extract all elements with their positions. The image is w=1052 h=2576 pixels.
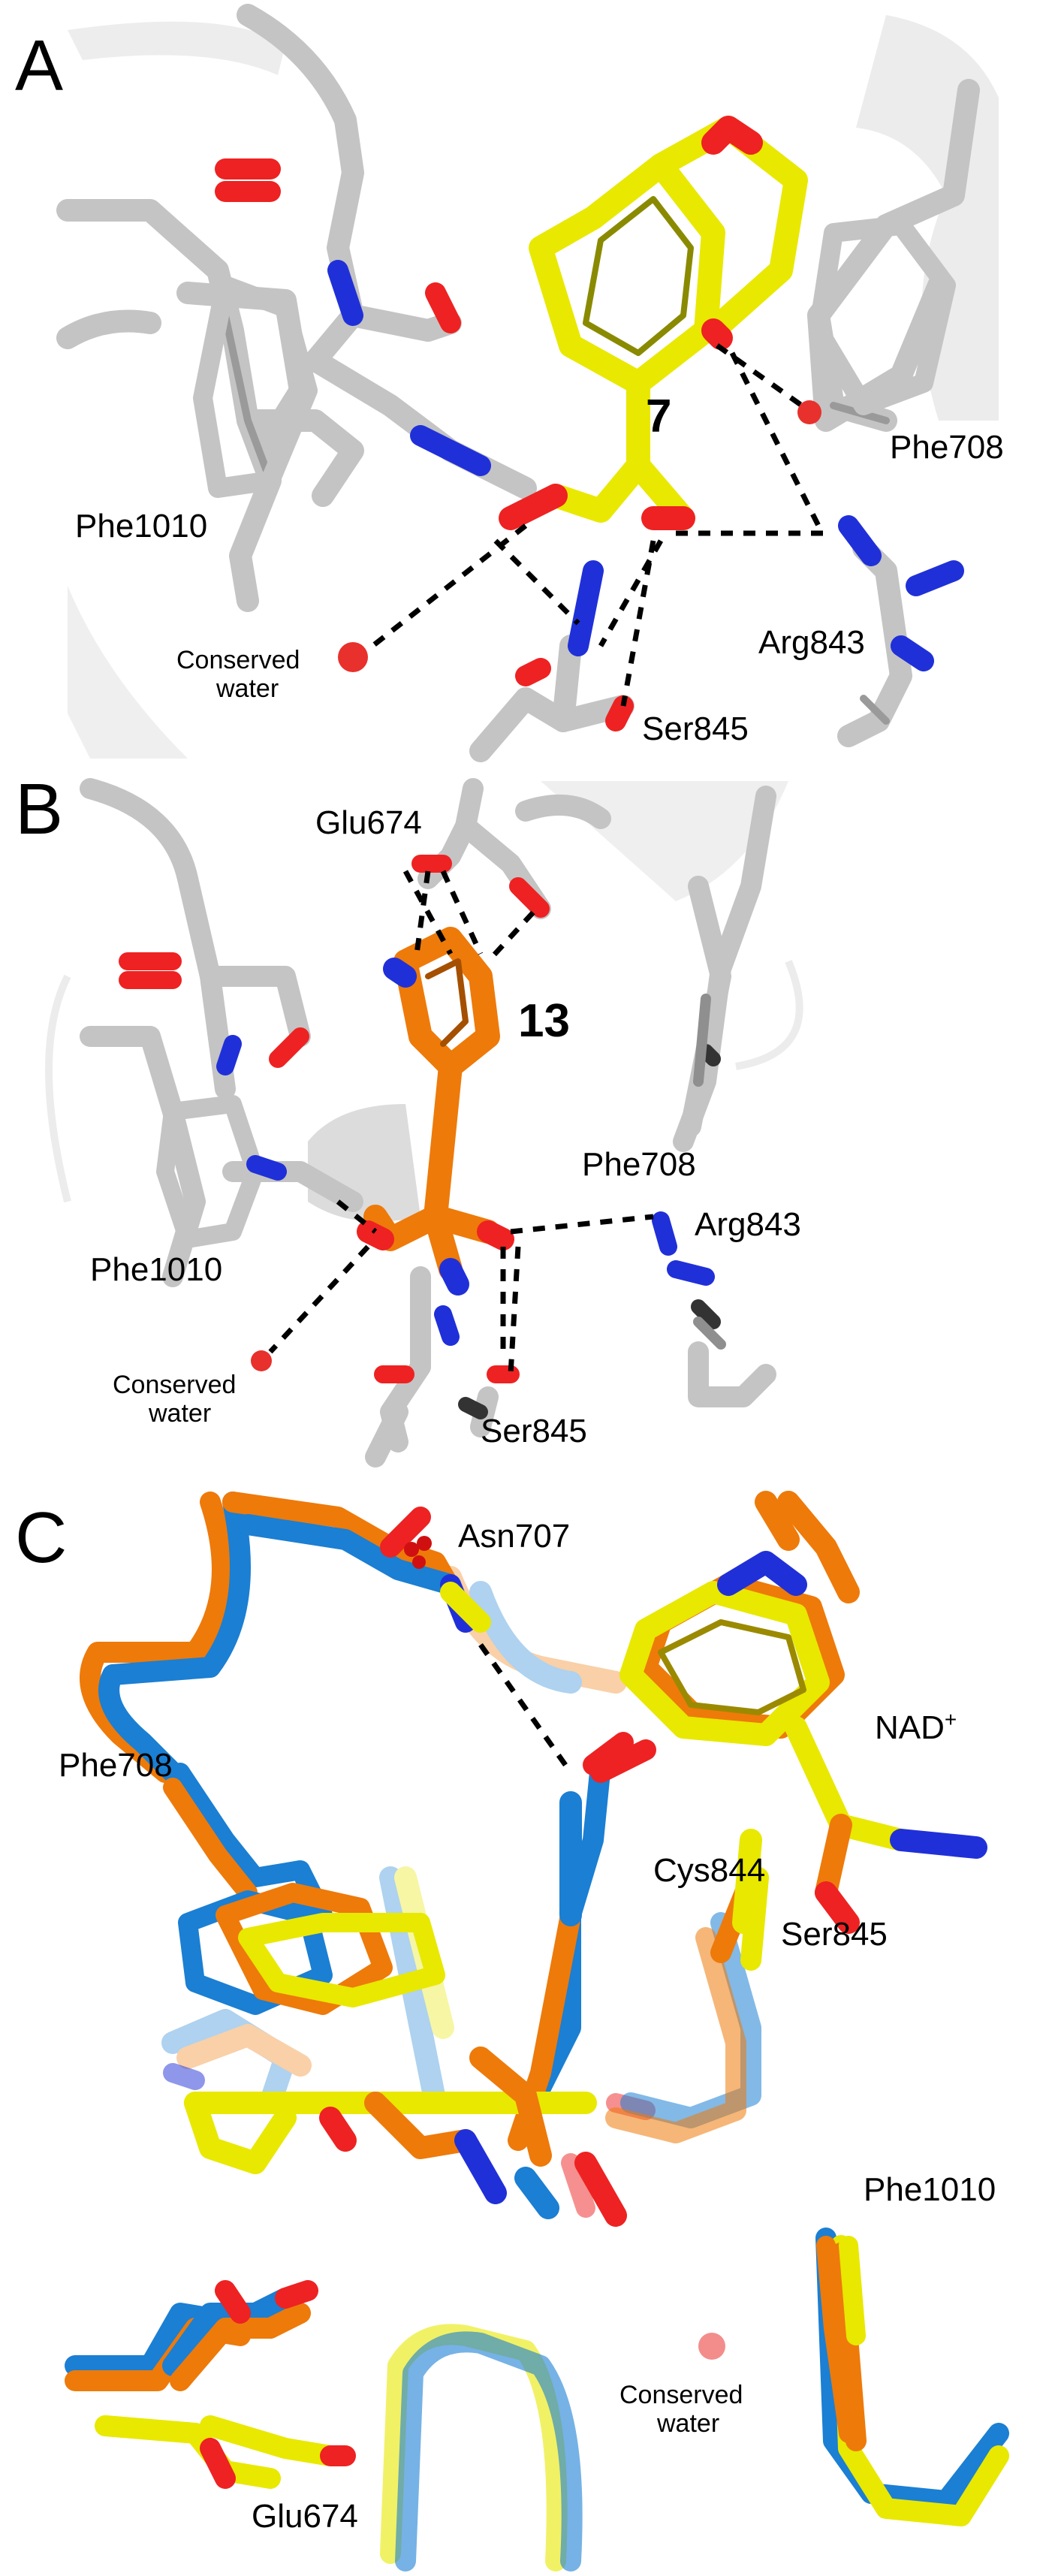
nad-c	[619, 1491, 987, 1934]
phe708-ring-a	[809, 216, 956, 415]
water-label-c-line1: Conserved	[619, 2381, 743, 2409]
hbonds-c	[478, 1642, 573, 1775]
glu674-c	[162, 2280, 356, 2489]
water-a-phe708	[797, 400, 821, 424]
panel-letter-a: A	[15, 26, 63, 106]
panel-b: B 13 Glu674 Phe708 Arg843 Phe1010 Ser845…	[15, 769, 803, 1467]
residue-label-asn707-c: Asn707	[458, 1518, 570, 1555]
cofactor-name: NAD	[875, 1709, 945, 1746]
protein-shade-b	[693, 994, 726, 1350]
residue-label-cys844-c: Cys844	[653, 1852, 765, 1889]
cofactor-label-nad: NAD+	[875, 1708, 957, 1746]
ligand-7-sticks	[529, 116, 808, 530]
water-label-a-line2: water	[216, 674, 279, 703]
ribbon-b-left	[45, 974, 71, 1203]
residue-label-arg843-a: Arg843	[758, 624, 865, 661]
residue-label-phe708-b: Phe708	[582, 1146, 696, 1183]
residue-label-phe708-c: Phe708	[59, 1747, 173, 1784]
phe1010-c	[816, 2236, 866, 2443]
ligand-label-7: 7	[646, 391, 671, 442]
helix-b-center	[308, 1104, 420, 1222]
inhibitors-c	[184, 1791, 627, 2227]
water-label-b-line1: Conserved	[113, 1371, 236, 1399]
hbonds-b	[268, 870, 654, 1375]
residue-label-ser845-a: Ser845	[642, 710, 749, 747]
ligand-13-heteroatoms	[357, 958, 514, 1296]
residue-label-phe1010-c: Phe1010	[864, 2171, 996, 2208]
conserved-water-c	[698, 2333, 725, 2360]
ribbon-a-bottom	[68, 586, 188, 759]
heteroatoms-a	[215, 158, 964, 731]
residue-label-ser845-c: Ser845	[781, 1916, 888, 1953]
phe1010-ring-a	[193, 276, 318, 498]
ligand-7-oxygens	[499, 116, 763, 530]
cys844-ser845-c	[508, 1732, 769, 2151]
phe1010-ring-b	[156, 1095, 264, 1248]
residue-label-arg843-b: Arg843	[695, 1206, 801, 1243]
black-caps-b	[458, 1044, 721, 1419]
residue-label-glu674-b: Glu674	[315, 804, 422, 841]
residue-label-phe708-a: Phe708	[890, 429, 1004, 466]
ligand-13-inner	[425, 958, 469, 1047]
residue-label-glu674-c: Glu674	[252, 2498, 358, 2535]
ligand-7-aromatic-inner	[583, 196, 694, 356]
cofactor-charge: +	[945, 1708, 957, 1731]
asn707-hetero-c	[404, 1536, 432, 1569]
water-label-c-line2: water	[656, 2409, 719, 2438]
hbonds-a	[366, 343, 833, 707]
nad-inner-c	[658, 1619, 806, 1715]
phe708-c	[163, 1763, 445, 2015]
ligand-label-13: 13	[518, 995, 570, 1047]
ribbon-a-top	[68, 21, 285, 75]
panel-letter-c: C	[15, 1498, 67, 1578]
heteroatoms-b	[119, 855, 715, 1383]
conserved-water-b	[251, 1350, 272, 1371]
residue-label-phe1010-a: Phe1010	[75, 508, 207, 544]
panel-c: C Asn707 Phe708 Cys844 Ser845 Phe1010 Gl…	[15, 1491, 1009, 2571]
panel-a: A 7 Phe1010 Phe708 Arg843 Ser845 Conserv…	[15, 4, 1004, 762]
water-label-a-line1: Conserved	[176, 646, 300, 674]
residue-label-ser845-b: Ser845	[481, 1413, 587, 1449]
residue-label-phe1010-b: Phe1010	[90, 1251, 222, 1288]
conserved-water-a	[338, 642, 368, 672]
ribbon-b-right	[735, 960, 803, 1070]
panel-letter-b: B	[15, 769, 63, 849]
asn707-c	[222, 1492, 491, 1633]
water-label-b-line2: water	[148, 1399, 211, 1428]
